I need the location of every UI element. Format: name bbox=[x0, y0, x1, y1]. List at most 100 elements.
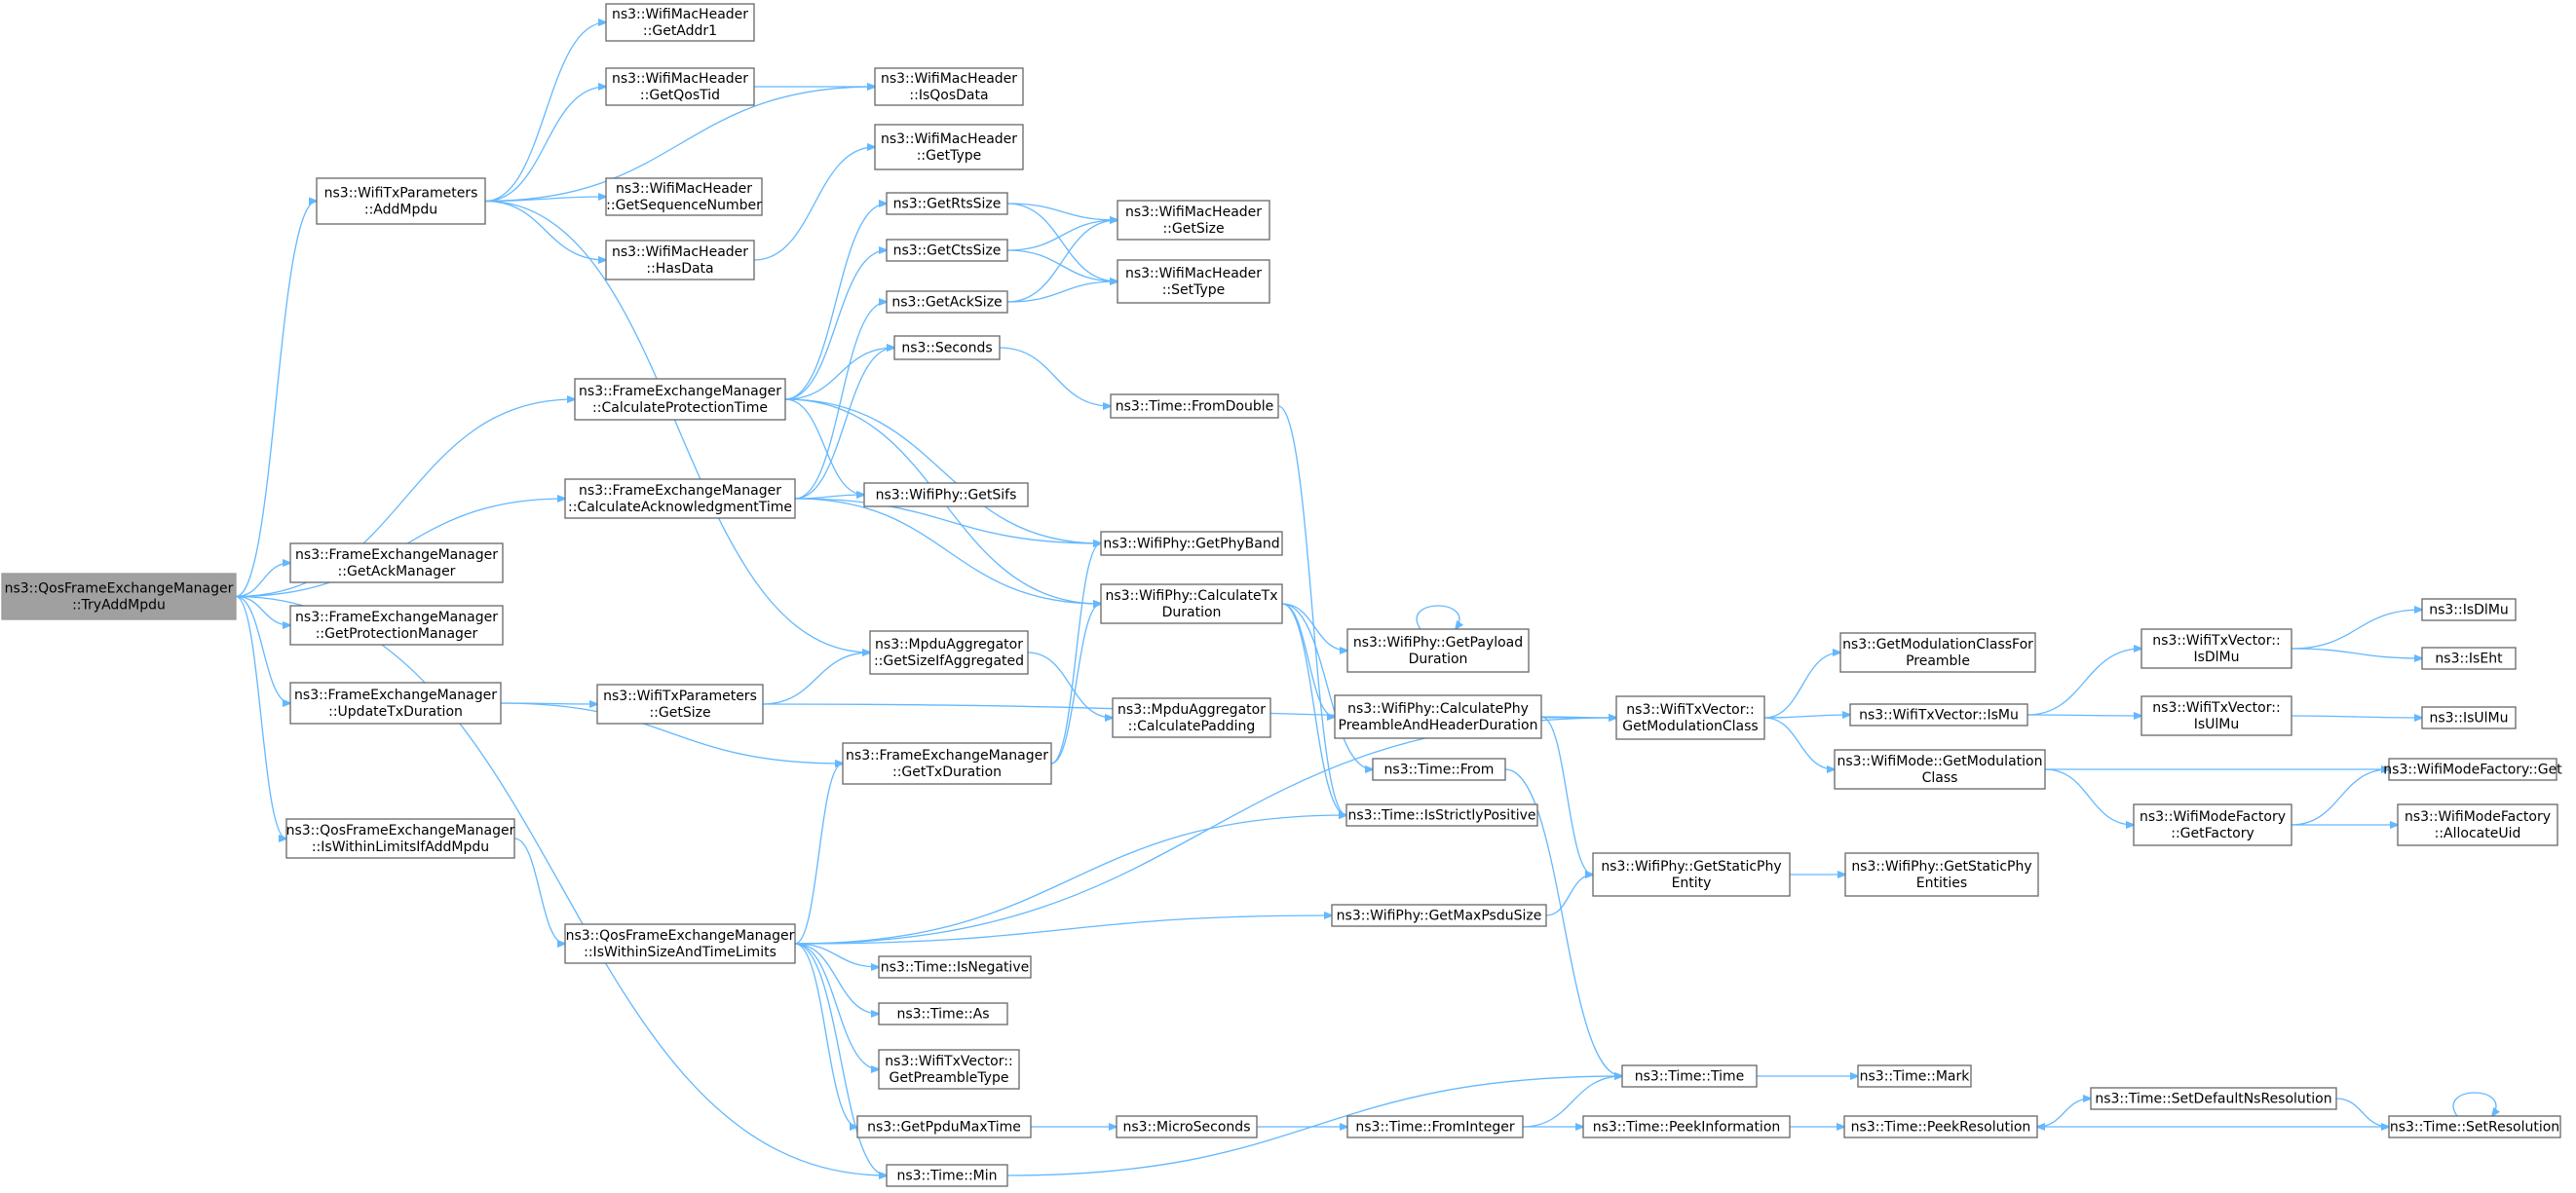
node-label: ns3::WifiMacHeader bbox=[612, 244, 748, 260]
node-getqostid[interactable]: ns3::WifiMacHeader::GetQosTid bbox=[605, 67, 755, 106]
node-label: ::GetAckManager bbox=[338, 564, 456, 579]
node-timemark[interactable]: ns3::Time::Mark bbox=[1857, 1064, 1972, 1088]
node-label: ns3::QosFrameExchangeManager bbox=[286, 823, 515, 839]
node-getmaxpsdu[interactable]: ns3::WifiPhy::GetMaxPsduSize bbox=[1331, 904, 1547, 927]
node-iswithinsize[interactable]: ns3::QosFrameExchangeManager::IsWithinSi… bbox=[564, 923, 796, 964]
node-root[interactable]: ns3::QosFrameExchangeManager::TryAddMpdu bbox=[1, 573, 237, 620]
node-getsifs[interactable]: ns3::WifiPhy::GetSifs bbox=[863, 482, 1029, 507]
node-iseht[interactable]: ns3::IsEht bbox=[2421, 647, 2517, 670]
node-label: ::HasData bbox=[646, 261, 713, 277]
node-getfactory[interactable]: ns3::WifiModeFactory::GetFactory bbox=[2133, 803, 2292, 846]
node-label: ::AddMpdu bbox=[364, 203, 437, 218]
node-box bbox=[1615, 695, 1765, 740]
node-box bbox=[869, 630, 1029, 675]
edge-addmpdu-to-getsizeifagg bbox=[484, 200, 870, 653]
node-allocateuid[interactable]: ns3::WifiModeFactory::AllocateUid bbox=[2397, 803, 2558, 846]
node-label: Duration bbox=[1409, 652, 1468, 667]
node-label: ::GetFactory bbox=[2171, 826, 2254, 841]
node-txvisulmu[interactable]: ns3::WifiTxVector::IsUlMu bbox=[2140, 695, 2292, 736]
node-calcprot[interactable]: ns3::FrameExchangeManager::CalculateProt… bbox=[574, 378, 786, 421]
node-label: ::CalculateAcknowledgmentTime bbox=[568, 500, 792, 515]
node-getprotmgr[interactable]: ns3::FrameExchangeManager::GetProtection… bbox=[289, 605, 504, 646]
node-getpreambletype[interactable]: ns3::WifiTxVector::GetPreambleType bbox=[878, 1049, 1020, 1090]
node-getctssize[interactable]: ns3::GetCtsSize bbox=[886, 239, 1008, 262]
node-label: ns3::FrameExchangeManager bbox=[295, 610, 498, 625]
node-label: ::IsWithinSizeAndTimeLimits bbox=[584, 945, 777, 960]
node-box bbox=[1834, 749, 2046, 790]
node-box bbox=[1849, 703, 2028, 727]
node-calcpreamble[interactable]: ns3::WifiPhy::CalculatePhyPreambleAndHea… bbox=[1334, 694, 1542, 739]
node-gettype[interactable]: ns3::WifiMacHeader::GetType bbox=[874, 124, 1024, 170]
node-getseqnum[interactable]: ns3::WifiMacHeader::GetSequenceNumber bbox=[605, 177, 763, 216]
node-box bbox=[886, 239, 1008, 262]
node-isdlmu[interactable]: ns3::IsDlMu bbox=[2421, 598, 2517, 621]
node-box bbox=[289, 682, 502, 725]
edge-addmpdu-to-isqosdata bbox=[484, 87, 875, 203]
node-box bbox=[605, 3, 755, 42]
node-getackmgr[interactable]: ns3::FrameExchangeManager::GetAckManager bbox=[289, 542, 504, 583]
node-calcpadding[interactable]: ns3::MpduAggregator::CalculatePadding bbox=[1112, 697, 1271, 738]
edge-getmodclass-to-getmodclassforpre bbox=[1763, 652, 1840, 719]
node-isulmu[interactable]: ns3::IsUlMu bbox=[2421, 706, 2517, 729]
node-box bbox=[886, 290, 1008, 314]
node-modegetmodclass[interactable]: ns3::WifiMode::GetModulationClass bbox=[1834, 749, 2046, 790]
node-setres[interactable]: ns3::Time::SetResolution bbox=[2388, 1115, 2561, 1138]
node-box bbox=[2397, 803, 2558, 846]
node-isstrictpos[interactable]: ns3::Time::IsStrictlyPositive bbox=[1345, 803, 1538, 827]
node-label: ns3::WifiPhy::GetSifs bbox=[876, 488, 1017, 503]
node-ismu[interactable]: ns3::WifiTxVector::IsMu bbox=[1849, 703, 2028, 727]
node-setdefaultns[interactable]: ns3::Time::SetDefaultNsResolution bbox=[2090, 1087, 2337, 1110]
node-getrtssize[interactable]: ns3::GetRtsSize bbox=[886, 192, 1008, 215]
node-box bbox=[1100, 583, 1283, 624]
edge-iswithinsize-to-getmaxpsdu bbox=[794, 915, 1332, 945]
node-isqosdata[interactable]: ns3::WifiMacHeader::IsQosData bbox=[874, 67, 1024, 106]
node-addmpdu[interactable]: ns3::WifiTxParameters::AddMpdu bbox=[316, 177, 486, 225]
node-getphyband[interactable]: ns3::WifiPhy::GetPhyBand bbox=[1100, 531, 1283, 556]
node-label: ::GetType bbox=[917, 148, 982, 164]
edge-calctxdur-to-timefrom bbox=[1281, 603, 1373, 769]
node-label: ns3::FrameExchangeManager bbox=[579, 483, 781, 499]
node-timemin[interactable]: ns3::Time::Min bbox=[886, 1164, 1008, 1187]
node-label: ns3::WifiTxVector:: bbox=[885, 1054, 1012, 1069]
edge-gettxdur-to-getphyband bbox=[1050, 543, 1101, 764]
edge-hasdata-to-gettype bbox=[753, 147, 875, 261]
node-fromdouble[interactable]: ns3::Time::FromDouble bbox=[1110, 393, 1279, 419]
node-label: ns3::FrameExchangeManager bbox=[579, 384, 781, 399]
node-timetime[interactable]: ns3::Time::Time bbox=[1621, 1064, 1758, 1088]
node-txvisdlmu[interactable]: ns3::WifiTxVector::IsDlMu bbox=[2140, 628, 2292, 669]
node-hdrgetsize[interactable]: ns3::WifiMacHeader::GetSize bbox=[1117, 200, 1270, 241]
node-label: ns3::Time::Time bbox=[1635, 1069, 1744, 1085]
node-frominteger[interactable]: ns3::Time::FromInteger bbox=[1346, 1115, 1524, 1138]
node-isnegative[interactable]: ns3::Time::IsNegative bbox=[878, 955, 1032, 979]
node-label: ns3::GetAckSize bbox=[891, 295, 1002, 311]
node-hdrsettype[interactable]: ns3::WifiMacHeader::SetType bbox=[1117, 259, 1270, 304]
node-iswithinaddmpdu[interactable]: ns3::QosFrameExchangeManager::IsWithinLi… bbox=[285, 818, 515, 859]
node-paramgetsize[interactable]: ns3::WifiTxParameters::GetSize bbox=[596, 684, 764, 725]
node-microseconds[interactable]: ns3::MicroSeconds bbox=[1116, 1115, 1258, 1138]
node-getmodclass[interactable]: ns3::WifiTxVector::GetModulationClass bbox=[1615, 695, 1765, 740]
edges-layer bbox=[235, 22, 2496, 1175]
node-hasdata[interactable]: ns3::WifiMacHeader::HasData bbox=[605, 240, 755, 280]
node-timefrom[interactable]: ns3::Time::From bbox=[1372, 758, 1506, 781]
edge-txvisulmu-to-isulmu bbox=[2291, 716, 2422, 718]
node-modefactoryget[interactable]: ns3::WifiModeFactory::Get bbox=[2383, 758, 2562, 781]
node-updatetxdur[interactable]: ns3::FrameExchangeManager::UpdateTxDurat… bbox=[289, 682, 502, 725]
node-getppdumaxtime[interactable]: ns3::GetPpduMaxTime bbox=[856, 1115, 1032, 1138]
node-calcack[interactable]: ns3::FrameExchangeManager::CalculateAckn… bbox=[564, 478, 796, 519]
node-gettxdur[interactable]: ns3::FrameExchangeManager::GetTxDuration bbox=[842, 742, 1052, 785]
node-peekres[interactable]: ns3::Time::PeekResolution bbox=[1843, 1115, 2038, 1138]
node-label: ns3::Time::PeekInformation bbox=[1593, 1120, 1781, 1136]
node-seconds[interactable]: ns3::Seconds bbox=[893, 335, 1001, 360]
node-getsizeifagg[interactable]: ns3::MpduAggregator::GetSizeIfAggregated bbox=[869, 630, 1029, 675]
node-box bbox=[2388, 1115, 2561, 1138]
node-getaddr1[interactable]: ns3::WifiMacHeader::GetAddr1 bbox=[605, 3, 755, 42]
node-getacksize[interactable]: ns3::GetAckSize bbox=[886, 290, 1008, 314]
edge-getacksize-to-hdrsettype bbox=[1006, 281, 1118, 303]
node-timeas[interactable]: ns3::Time::As bbox=[878, 1002, 1008, 1025]
node-peekinfo[interactable]: ns3::Time::PeekInformation bbox=[1582, 1115, 1791, 1138]
